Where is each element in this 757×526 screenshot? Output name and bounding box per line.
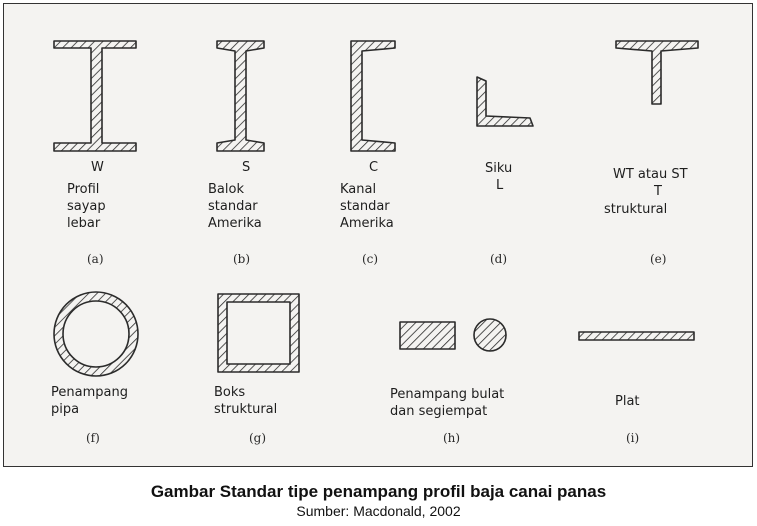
desc-g-line2: struktural — [214, 402, 278, 417]
caption-h: (h) — [443, 431, 461, 445]
desc-h-line1: Penampang bulat — [390, 387, 505, 402]
desc-a-line3: lebar — [67, 216, 101, 231]
desc-b-line1: Balok — [208, 182, 244, 197]
figure-frame: W Profil sayap lebar (a) S Balok standar… — [3, 3, 753, 467]
desc-c-line1: Kanal — [340, 182, 377, 197]
plate-icon — [578, 331, 695, 341]
desc-i-line1: Plat — [615, 394, 640, 409]
caption-e: (e) — [650, 252, 667, 266]
figure-caption-title: Gambar Standar tipe penampang profil baj… — [150, 482, 607, 501]
desc-b-line3: Amerika — [208, 216, 262, 231]
desc-a-line1: Profil — [67, 182, 100, 197]
standard-i-beam-icon — [216, 40, 265, 152]
angle-icon — [476, 76, 534, 127]
symbol-w: W — [91, 160, 104, 175]
caption-g: (g) — [249, 431, 267, 445]
desc-c-line3: Amerika — [340, 216, 394, 231]
wide-flange-i-beam-icon — [53, 40, 137, 152]
desc-e-line1: WT atau ST — [613, 167, 688, 182]
caption-f: (f) — [86, 431, 100, 445]
desc-g-line1: Boks — [214, 385, 246, 400]
desc-f-line1: Penampang — [51, 385, 128, 400]
desc-h-line2: dan segiempat — [390, 404, 488, 419]
desc-e-line2: T — [654, 184, 662, 199]
caption-d: (d) — [490, 252, 508, 266]
desc-e-line3: struktural — [604, 202, 668, 217]
desc-d-line1: Siku — [485, 161, 513, 176]
symbol-s: S — [242, 160, 251, 175]
caption-i: (i) — [626, 431, 640, 445]
solid-bar-icon — [399, 318, 507, 352]
desc-c-line2: standar — [340, 199, 390, 214]
symbol-c: C — [369, 160, 379, 175]
pipe-icon — [53, 291, 139, 377]
desc-a-line2: sayap — [67, 199, 106, 214]
desc-f-line2: pipa — [51, 402, 80, 417]
figure-caption-source: Sumber: Macdonald, 2002 — [296, 503, 461, 519]
desc-d-line2: L — [496, 178, 504, 193]
caption-b: (b) — [233, 252, 251, 266]
caption-a: (a) — [87, 252, 104, 266]
box-section-icon — [217, 293, 300, 373]
caption-c: (c) — [362, 252, 379, 266]
profile-drawings — [53, 40, 699, 377]
channel-icon — [350, 40, 396, 152]
desc-b-line2: standar — [208, 199, 258, 214]
tee-icon — [615, 40, 699, 105]
